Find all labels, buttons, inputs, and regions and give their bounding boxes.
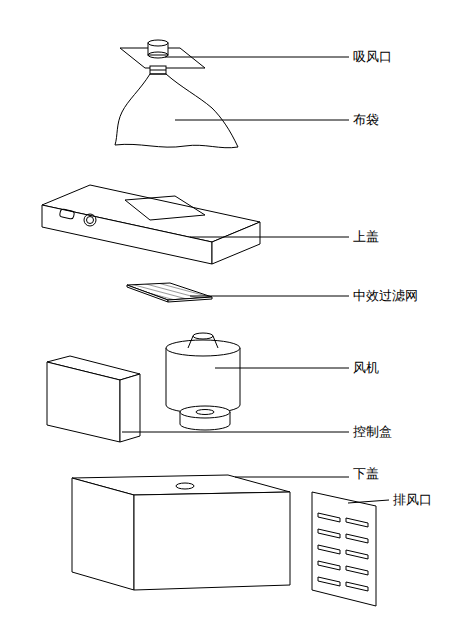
louvre-slot [346,566,368,575]
cloth-bag [115,74,238,148]
louvre-slot [346,518,368,527]
control-box [47,356,140,442]
part-label: 排风口 [392,492,433,508]
louvre-slot [318,529,340,538]
lower-cover [72,475,290,590]
part-label: 吸风口 [352,49,393,65]
upper-cover [42,185,260,264]
part-label: 下盖 [352,466,380,482]
louvre-slot [318,513,340,522]
louvre-slot [318,577,340,586]
part-label: 控制盒 [352,424,393,440]
part-label: 中效过滤网 [352,288,419,304]
part-label: 上盖 [352,229,380,245]
part-label: 风机 [352,360,380,376]
louvre-slot [318,561,340,570]
leader-lines [122,57,389,503]
exhaust-grille [312,492,376,606]
louvre-slot [346,534,368,543]
filter-mesh [127,283,212,302]
louvre-slot [346,550,368,559]
louvre-slot [346,582,368,591]
fan [166,333,240,430]
part-label: 布袋 [352,112,380,128]
louvre-slot [318,545,340,554]
